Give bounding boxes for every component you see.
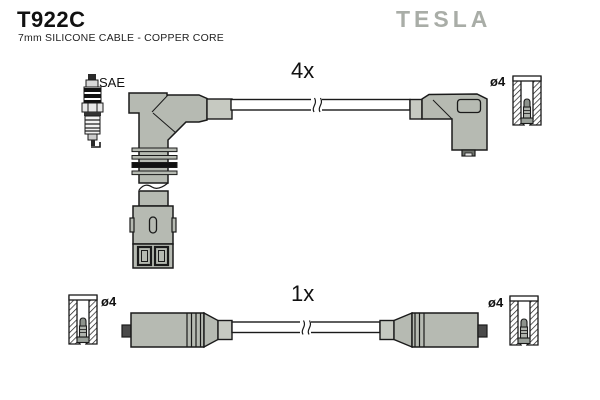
quantity-label-bottom: 1x — [291, 281, 315, 306]
break-symbol-wire-top — [311, 97, 323, 113]
straight-boot-left — [121, 311, 233, 349]
part-number: T922C — [17, 7, 86, 32]
product-subtitle: 7mm SILICONE CABLE - COPPER CORE — [18, 32, 224, 44]
ignition-wire-top — [230, 97, 411, 113]
break-symbol-shaft — [136, 182, 171, 191]
diameter-label-bottom-right: ø4 — [488, 295, 504, 310]
sae-plug-label: SAE — [99, 75, 126, 90]
coil-end-connector — [128, 92, 233, 269]
spark-plug-icon — [81, 74, 104, 148]
diameter-label-top-right: ø4 — [490, 74, 506, 89]
diameter-label-bottom-left: ø4 — [101, 294, 117, 309]
terminal-cross-section-icon-bottom-left — [68, 294, 98, 345]
break-symbol-wire-bottom — [300, 319, 312, 335]
terminal-cross-section-icon-bottom-right — [509, 295, 539, 346]
terminal-cross-section-icon-top — [512, 75, 542, 126]
distributor-boot — [409, 93, 488, 157]
straight-boot-right — [379, 311, 488, 349]
brand-logo: TESLA — [396, 6, 492, 32]
ignition-wire-bottom — [231, 319, 381, 335]
quantity-label-top: 4x — [291, 58, 315, 83]
